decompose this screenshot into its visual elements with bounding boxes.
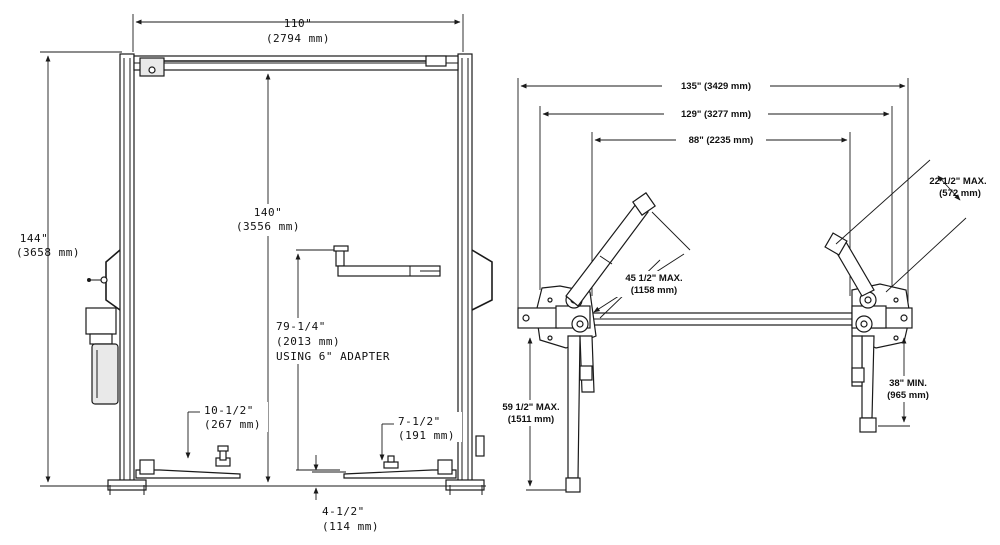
clearance-inches-label: 140" bbox=[254, 206, 283, 219]
right-column-top bbox=[851, 283, 913, 349]
long-arm-max-mm-label: (1158 mm) bbox=[631, 285, 677, 296]
arm-height-mm-label: (2013 mm) bbox=[276, 335, 340, 348]
long-arm-max-inches-label: 45 1/2" MAX. bbox=[625, 273, 682, 284]
right-short-arm: 22 1/2" MAX. (572 mm) bbox=[824, 159, 987, 297]
top-beam bbox=[589, 312, 857, 326]
arm-height-inches-label: 79-1/4" bbox=[276, 320, 326, 333]
height-mm-label: (3658 mm) bbox=[16, 246, 80, 259]
right-pad-dimension: 7-1/2" (191 mm) bbox=[379, 412, 462, 461]
base-mm-label: (114 mm) bbox=[322, 520, 379, 533]
width-inches-label: 110" bbox=[284, 17, 313, 30]
right-pad-mm-label: (191 mm) bbox=[398, 429, 455, 442]
right-pad-inches-label: 7-1/2" bbox=[398, 415, 441, 428]
arm-reach-min-mm-label: (965 mm) bbox=[887, 390, 929, 401]
base-dimension: 4-1/2" (114 mm) bbox=[312, 455, 379, 533]
arm-height-dimension: 79-1/4" (2013 mm) USING 6" ADAPTER bbox=[274, 253, 398, 471]
inside-columns-label: 88" (2235 mm) bbox=[689, 135, 754, 146]
clearance-mm-label: (3556 mm) bbox=[236, 220, 300, 233]
arm-reach-max-inches-label: 59 1/2" MAX. bbox=[502, 402, 559, 413]
right-long-arm: 38" MIN. (965 mm) bbox=[851, 335, 932, 433]
raised-arm bbox=[296, 245, 441, 277]
clearance-dimension: 140" (3556 mm) bbox=[224, 73, 312, 483]
left-pad-inches-label: 10-1/2" bbox=[204, 404, 254, 417]
left-short-arm: 45 1/2" MAX. (1158 mm) bbox=[565, 192, 702, 319]
short-arm-max-mm-label: (572 mm) bbox=[939, 188, 981, 199]
lower-arms bbox=[135, 445, 457, 479]
overall-width-dimension: 110" (2794 mm) bbox=[132, 14, 464, 52]
overall-height-dimension: 144" (3658 mm) bbox=[16, 51, 122, 487]
base-inches-label: 4-1/2" bbox=[322, 505, 365, 518]
short-arm-max-inches-label: 22 1/2" MAX. bbox=[929, 176, 986, 187]
overall-dimension: 135" (3429 mm) bbox=[517, 78, 909, 308]
left-pad-mm-label: (267 mm) bbox=[204, 418, 261, 431]
power-unit bbox=[85, 307, 119, 405]
width-mm-label: (2794 mm) bbox=[266, 32, 330, 45]
left-long-arm: 59 1/2" MAX. (1511 mm) bbox=[502, 335, 595, 493]
left-column bbox=[87, 53, 147, 495]
top-view: 135" (3429 mm) 129" (3277 mm) 88" (2235 … bbox=[502, 78, 987, 493]
height-inches-label: 144" bbox=[20, 232, 49, 245]
overhead-beam bbox=[133, 55, 459, 77]
overall-label: 135" (3429 mm) bbox=[681, 81, 751, 92]
front-view: 110" (2794 mm) 144" (3658 mm) bbox=[16, 14, 493, 533]
arm-reach-max-mm-label: (1511 mm) bbox=[508, 414, 554, 425]
left-pad-dimension: 10-1/2" (267 mm) bbox=[185, 402, 268, 459]
arm-height-note-label: USING 6" ADAPTER bbox=[276, 350, 390, 363]
outside-columns-dimension: 129" (3277 mm) bbox=[539, 106, 893, 290]
arm-reach-min-inches-label: 38" MIN. bbox=[889, 378, 927, 389]
outside-columns-label: 129" (3277 mm) bbox=[681, 109, 751, 120]
